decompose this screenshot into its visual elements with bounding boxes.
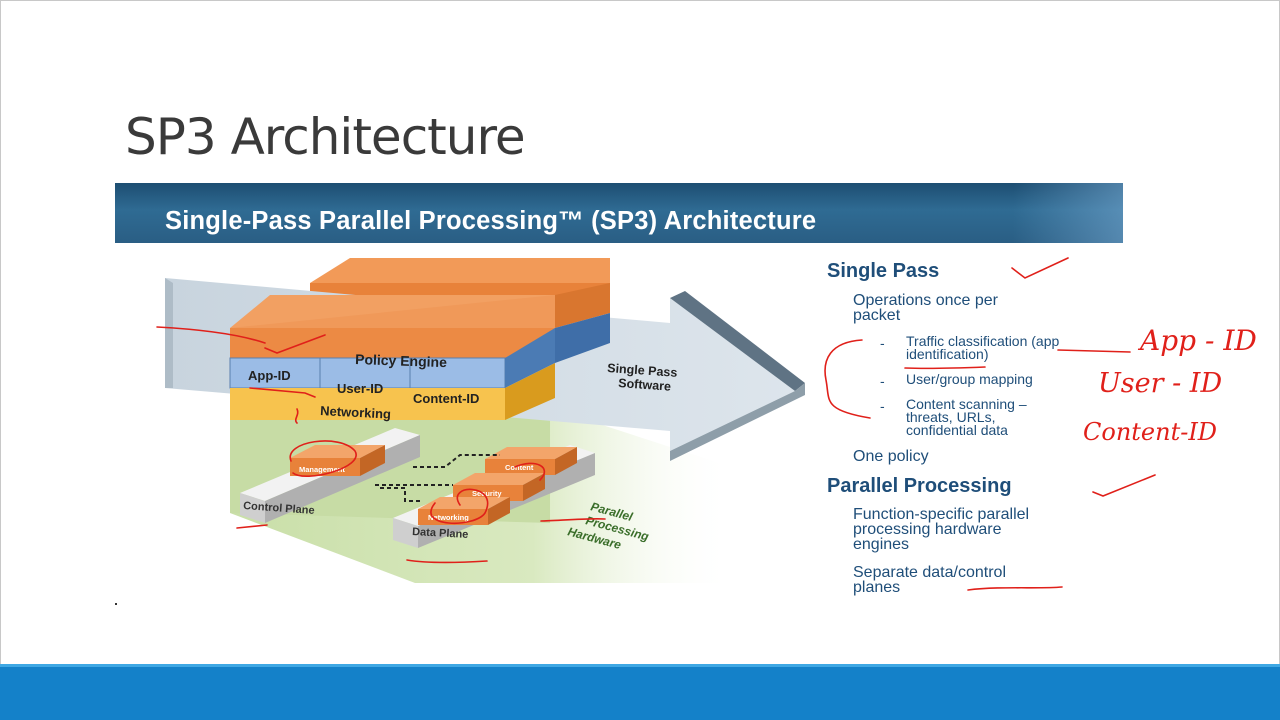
operations-line2: packet [853,307,901,324]
content-line1: Content scanning – [906,396,1027,412]
ink-annotations-diagram [156,326,606,564]
traffic-line2: identification) [906,346,989,362]
bottom-band-highlight [0,664,1280,667]
bullet-dash-2: - [880,373,885,389]
handwritten-content-id: Content-ID [1083,418,1217,446]
checkmark-single-pass [1011,257,1069,279]
separate-line1: Separate data/control [853,564,1006,581]
single-pass-heading: Single Pass [827,260,940,282]
user-group-line: User/group mapping [906,371,1033,387]
policy-engine-label: Policy Engine [355,351,448,370]
bullet-dash-1: - [880,335,885,351]
arrow-label-line2: Software [618,376,672,394]
management-block [290,445,385,476]
sp3-figure: Single-Pass Parallel Processing™ (SP3) A… [115,183,1123,603]
bottom-band [0,664,1280,720]
parallel-processing-heading: Parallel Processing [827,475,1012,497]
function-line3: engines [853,536,910,553]
management-label: Management [299,465,345,474]
line-to-app-id [1057,349,1131,353]
bullet-bracket [824,339,871,419]
bullet-dash-3: - [880,398,885,414]
underline-identification [904,366,986,370]
function-line1: Function-specific parallel [853,506,1030,523]
handwritten-user-id: User - ID [1098,368,1222,399]
underline-planes [967,586,1063,591]
separate-line2: planes [853,579,901,596]
networking-layer-label: Networking [320,403,392,422]
banner-title: Single-Pass Parallel Processing™ (SP3) A… [165,207,817,235]
handwritten-app-id: App - ID [1137,324,1257,357]
checkmark-parallel [1092,474,1156,497]
arrow-label-line1: Single Pass [607,361,678,380]
user-id-label: User-ID [337,381,383,396]
front-stack [229,283,610,420]
content-block-label: Content [505,463,534,472]
control-plane-label: Control Plane [243,500,315,517]
function-line2: processing hardware [853,521,1002,538]
content-line2: threats, URLs, [906,409,996,425]
dashed-connectors [375,454,500,502]
networking-block-label: Networking [428,513,469,522]
architecture-diagram: Policy Engine App-ID User-ID Content-ID … [156,258,805,583]
traffic-line1: Traffic classification (app [906,333,1060,349]
content-id-label: Content-ID [413,391,479,406]
content-line3: confidential data [906,422,1008,438]
one-policy-line: One policy [853,448,929,465]
app-id-label: App-ID [248,368,291,383]
security-block-label: Security [472,489,502,498]
operations-line1: Operations once per [853,292,998,309]
data-plane-label: Data Plane [412,526,469,541]
figure-banner: Single-Pass Parallel Processing™ (SP3) A… [115,183,1123,243]
slide-title: SP3 Architecture [125,108,526,166]
